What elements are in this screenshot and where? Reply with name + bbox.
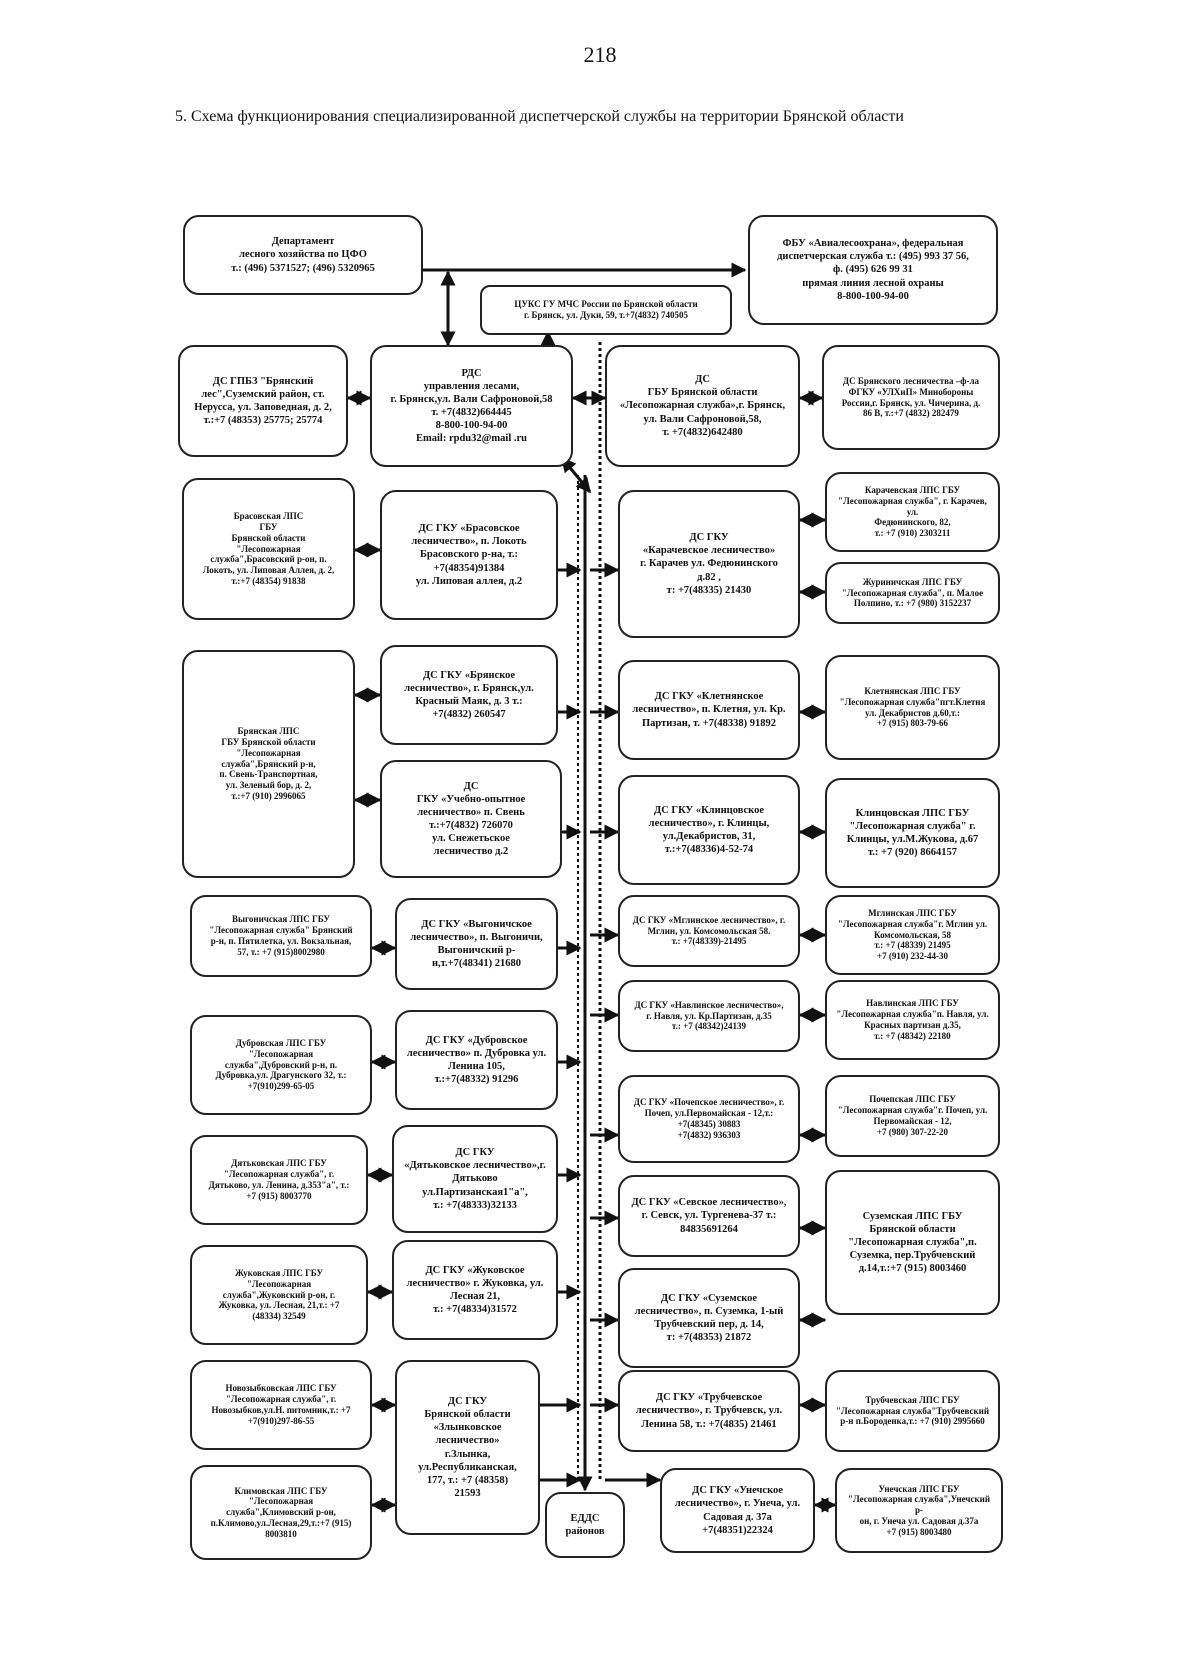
box-mglinskaya-lps: Мглинская ЛПС ГБУ "Лесопожарная служба"г… (825, 895, 1000, 975)
box-brasovskaya-lps-text: Брасовская ЛПС ГБУ Брянской области "Лес… (202, 511, 335, 586)
box-rds-text: РДС управления лесами, г. Брянск,ул. Вал… (390, 367, 553, 445)
box-ds-trubchevskoe-text: ДС ГКУ «Трубчевское лесничество», г. Тру… (635, 1392, 783, 1430)
box-suzemskaya-lps: Суземская ЛПС ГБУ Брянской области "Лесо… (825, 1170, 1000, 1315)
box-mglinskaya-lps-text: Мглинская ЛПС ГБУ "Лесопожарная служба"г… (837, 908, 988, 962)
box-ds-klintsovskoe-text: ДС ГКУ «Клинцовское лесничество», г. Кли… (648, 804, 770, 856)
box-ds-dubrovskoe: ДС ГКУ «Дубровское лесничество» п. Дубро… (395, 1010, 558, 1110)
box-ds-bryanskoe-text: ДС ГКУ «Брянское лесничество», г. Брянск… (404, 669, 534, 721)
box-ds-kletnyanskoe: ДС ГКУ «Клетнянское лесничество», п. Кле… (618, 660, 800, 760)
box-edds: ЕДДС районов (545, 1492, 625, 1558)
box-ds-bryansk-lesnichestvo-text: ДС Брянского лесничества –ф-ла ФГКУ «УЛХ… (841, 375, 981, 419)
box-kletnyanskaya-lps: Клетнянская ЛПС ГБУ "Лесопожарная служба… (825, 655, 1000, 760)
box-tsuks: ЦУКС ГУ МЧС России по Брянской области г… (480, 285, 732, 335)
box-ds-unechskoe-text: ДС ГКУ «Унечское лесничество», г. Унеча,… (674, 1485, 801, 1536)
box-ds-gbu: ДС ГБУ Брянской области «Лесопожарная сл… (605, 345, 800, 467)
box-vygonichskaya-lps: Выгоничская ЛПС ГБУ "Лесопожарная служба… (190, 895, 372, 977)
box-pochepskaya-lps-text: Почепская ЛПС ГБУ "Лесопожарная служба"г… (837, 1094, 988, 1137)
box-department-text: Департамент лесного хозяйства по ЦФО т.:… (231, 236, 375, 274)
box-rds: РДС управления лесами, г. Брянск,ул. Вал… (370, 345, 573, 467)
box-ds-bryansk-lesnichestvo: ДС Брянского лесничества –ф-ла ФГКУ «УЛХ… (822, 345, 1000, 450)
row-links (353, 512, 837, 1513)
box-zhukovskaya-lps: Жуковская ЛПС ГБУ "Лесопожарная служба",… (190, 1245, 368, 1345)
box-klimovskaya-lps: Климовская ЛПС ГБУ "Лесопожарная служба"… (190, 1465, 372, 1560)
box-klimovskaya-lps-text: Климовская ЛПС ГБУ "Лесопожарная служба"… (210, 1485, 352, 1539)
box-pochepskaya-lps: Почепская ЛПС ГБУ "Лесопожарная служба"г… (825, 1075, 1000, 1157)
box-zhurinichskaya-lps: Журиничская ЛПС ГБУ "Лесопожарная служба… (825, 562, 1000, 624)
box-ds-zhukovskoe-text: ДС ГКУ «Жуковское лесничество» г. Жуковк… (406, 1264, 544, 1316)
box-ds-kletnyanskoe-text: ДС ГКУ «Клетнянское лесничество», п. Кле… (632, 691, 786, 729)
box-ds-uchebno-opytnoe-text: ДС ГКУ «Учебно-опытное лесничество» п. С… (416, 780, 526, 858)
box-ds-dyatkovskoe: ДС ГКУ «Дятьковское лесничество»,г. Дять… (392, 1125, 558, 1233)
box-ds-pochepskoe-text: ДС ГКУ «Почепское лесничество», г. Почеп… (633, 1097, 785, 1140)
box-bryanskaya-lps: Брянская ЛПС ГБУ Брянской области "Лесоп… (182, 650, 355, 878)
page-number: 218 (583, 42, 617, 67)
box-dyatkovskaya-lps-text: Дятьковская ЛПС ГБУ "Лесопожарная служба… (208, 1158, 350, 1201)
box-ds-pochepskoe: ДС ГКУ «Почепское лесничество», г. Почеп… (618, 1075, 800, 1163)
box-karachevskaya-lps-text: Карачевская ЛПС ГБУ "Лесопожарная служба… (838, 485, 987, 539)
box-navlinskaya-lps: Навлинская ЛПС ГБУ "Лесопожарная служба"… (825, 980, 1000, 1060)
box-karachevskaya-lps: Карачевская ЛПС ГБУ "Лесопожарная служба… (825, 472, 1000, 552)
box-ds-bryanskoe: ДС ГКУ «Брянское лесничество», г. Брянск… (380, 645, 558, 745)
box-vygonichskaya-lps-text: Выгоничская ЛПС ГБУ "Лесопожарная служба… (209, 914, 353, 957)
box-ds-gpbz: ДС ГПБЗ "Брянский лес",Суземский район, … (178, 345, 348, 457)
box-ds-karachevskoe: ДС ГКУ «Карачевское лесничество» г. Кара… (618, 490, 800, 638)
box-unechskaya-lps: Унечская ЛПС ГБУ "Лесопожарная служба",У… (835, 1468, 1003, 1553)
box-novozybkovskaya-lps: Новозыбковская ЛПС ГБУ "Лесопожарная слу… (190, 1360, 372, 1450)
box-navlinskaya-lps-text: Навлинская ЛПС ГБУ "Лесопожарная служба"… (836, 998, 989, 1041)
box-ds-vygonichskoe: ДС ГКУ «Выгоничское лесничество», п. Выг… (395, 898, 558, 990)
box-ds-sevskoe: ДС ГКУ «Севское лесничество», г. Севск, … (618, 1175, 800, 1257)
box-ds-dubrovskoe-text: ДС ГКУ «Дубровское лесничество» п. Дубро… (406, 1034, 547, 1086)
box-ds-brasovskoe-text: ДС ГКУ «Брасовское лесничество», п. Локо… (411, 523, 527, 587)
box-klintsovskaya-lps-text: Клинцовская ЛПС ГБУ "Лесопожарная служба… (846, 807, 979, 859)
box-trubchevskaya-lps-text: Трубчевская ЛПС ГБУ "Лесопожарная служба… (835, 1394, 990, 1427)
box-zhurinichskaya-lps-text: Журиничская ЛПС ГБУ "Лесопожарная служба… (841, 576, 984, 609)
box-trubchevskaya-lps: Трубчевская ЛПС ГБУ "Лесопожарная служба… (825, 1370, 1000, 1452)
box-ds-zlynkovskoe: ДС ГКУ Брянской области «Злынковское лес… (395, 1360, 540, 1535)
box-suzemskaya-lps-text: Суземская ЛПС ГБУ Брянской области "Лесо… (848, 1210, 977, 1275)
box-department: Департамент лесного хозяйства по ЦФО т.:… (183, 215, 423, 295)
box-ds-dyatkovskoe-text: ДС ГКУ «Дятьковское лесничество»,г. Дять… (404, 1147, 546, 1211)
box-ds-unechskoe: ДС ГКУ «Унечское лесничество», г. Унеча,… (660, 1468, 815, 1553)
box-ds-vygonichskoe-text: ДС ГКУ «Выгоничское лесничество», п. Выг… (410, 918, 543, 970)
box-fbu-avialesookhrana: ФБУ «Авиалесоохрана», федеральная диспет… (748, 215, 998, 325)
box-bryanskaya-lps-text: Брянская ЛПС ГБУ Брянской области "Лесоп… (219, 726, 318, 801)
box-fbu-text: ФБУ «Авиалесоохрана», федеральная диспет… (777, 238, 969, 302)
box-dubrovskaya-lps-text: Дубровская ЛПС ГБУ "Лесопожарная служба"… (215, 1038, 347, 1092)
box-novozybkovskaya-lps-text: Новозыбковская ЛПС ГБУ "Лесопожарная слу… (211, 1383, 351, 1426)
box-dubrovskaya-lps: Дубровская ЛПС ГБУ "Лесопожарная служба"… (190, 1015, 372, 1115)
box-ds-navlinskoe-text: ДС ГКУ «Навлинское лесничество», г. Навл… (634, 999, 784, 1032)
page-title: 5. Схема функционирования специализирова… (175, 108, 904, 125)
box-klintsovskaya-lps: Клинцовская ЛПС ГБУ "Лесопожарная служба… (825, 778, 1000, 888)
box-edds-text: ЕДДС районов (565, 1512, 605, 1537)
box-ds-brasovskoe: ДС ГКУ «Брасовское лесничество», п. Локо… (380, 490, 558, 620)
box-ds-suzemskoe: ДС ГКУ «Суземское лесничество», п. Сузем… (618, 1268, 800, 1368)
box-ds-navlinskoe: ДС ГКУ «Навлинское лесничество», г. Навл… (618, 980, 800, 1052)
box-kletnyanskaya-lps-text: Клетнянская ЛПС ГБУ "Лесопожарная служба… (839, 685, 986, 729)
box-ds-klintsovskoe: ДС ГКУ «Клинцовское лесничество», г. Кли… (618, 775, 800, 885)
box-ds-uchebno-opytnoe: ДС ГКУ «Учебно-опытное лесничество» п. С… (380, 760, 562, 878)
box-ds-zhukovskoe: ДС ГКУ «Жуковское лесничество» г. Жуковк… (392, 1240, 558, 1340)
box-tsuks-text: ЦУКС ГУ МЧС России по Брянской области г… (514, 299, 698, 320)
box-ds-mglinskoe: ДС ГКУ «Мглинское лесничество», г. Мглин… (618, 895, 800, 967)
box-ds-mglinskoe-text: ДС ГКУ «Мглинское лесничество», г. Мглин… (632, 914, 786, 947)
box-brasovskaya-lps: Брасовская ЛПС ГБУ Брянской области "Лес… (182, 478, 355, 620)
box-ds-gpbz-text: ДС ГПБЗ "Брянский лес",Суземский район, … (194, 375, 332, 427)
box-ds-karachevskoe-text: ДС ГКУ «Карачевское лесничество» г. Кара… (640, 532, 778, 596)
box-ds-suzemskoe-text: ДС ГКУ «Суземское лесничество», п. Сузем… (634, 1292, 784, 1344)
box-ds-gbu-text: ДС ГБУ Брянской области «Лесопожарная сл… (619, 374, 786, 438)
box-ds-zlynkovskoe-text: ДС ГКУ Брянской области «Злынковское лес… (418, 1396, 517, 1499)
box-dyatkovskaya-lps: Дятьковская ЛПС ГБУ "Лесопожарная служба… (190, 1135, 368, 1225)
box-ds-trubchevskoe: ДС ГКУ «Трубчевское лесничество», г. Тру… (618, 1370, 800, 1452)
box-zhukovskaya-lps-text: Жуковская ЛПС ГБУ "Лесопожарная служба",… (218, 1268, 340, 1322)
box-ds-sevskoe-text: ДС ГКУ «Севское лесничество», г. Севск, … (631, 1197, 787, 1235)
box-unechskaya-lps-text: Унечская ЛПС ГБУ "Лесопожарная служба",У… (847, 1483, 991, 1537)
